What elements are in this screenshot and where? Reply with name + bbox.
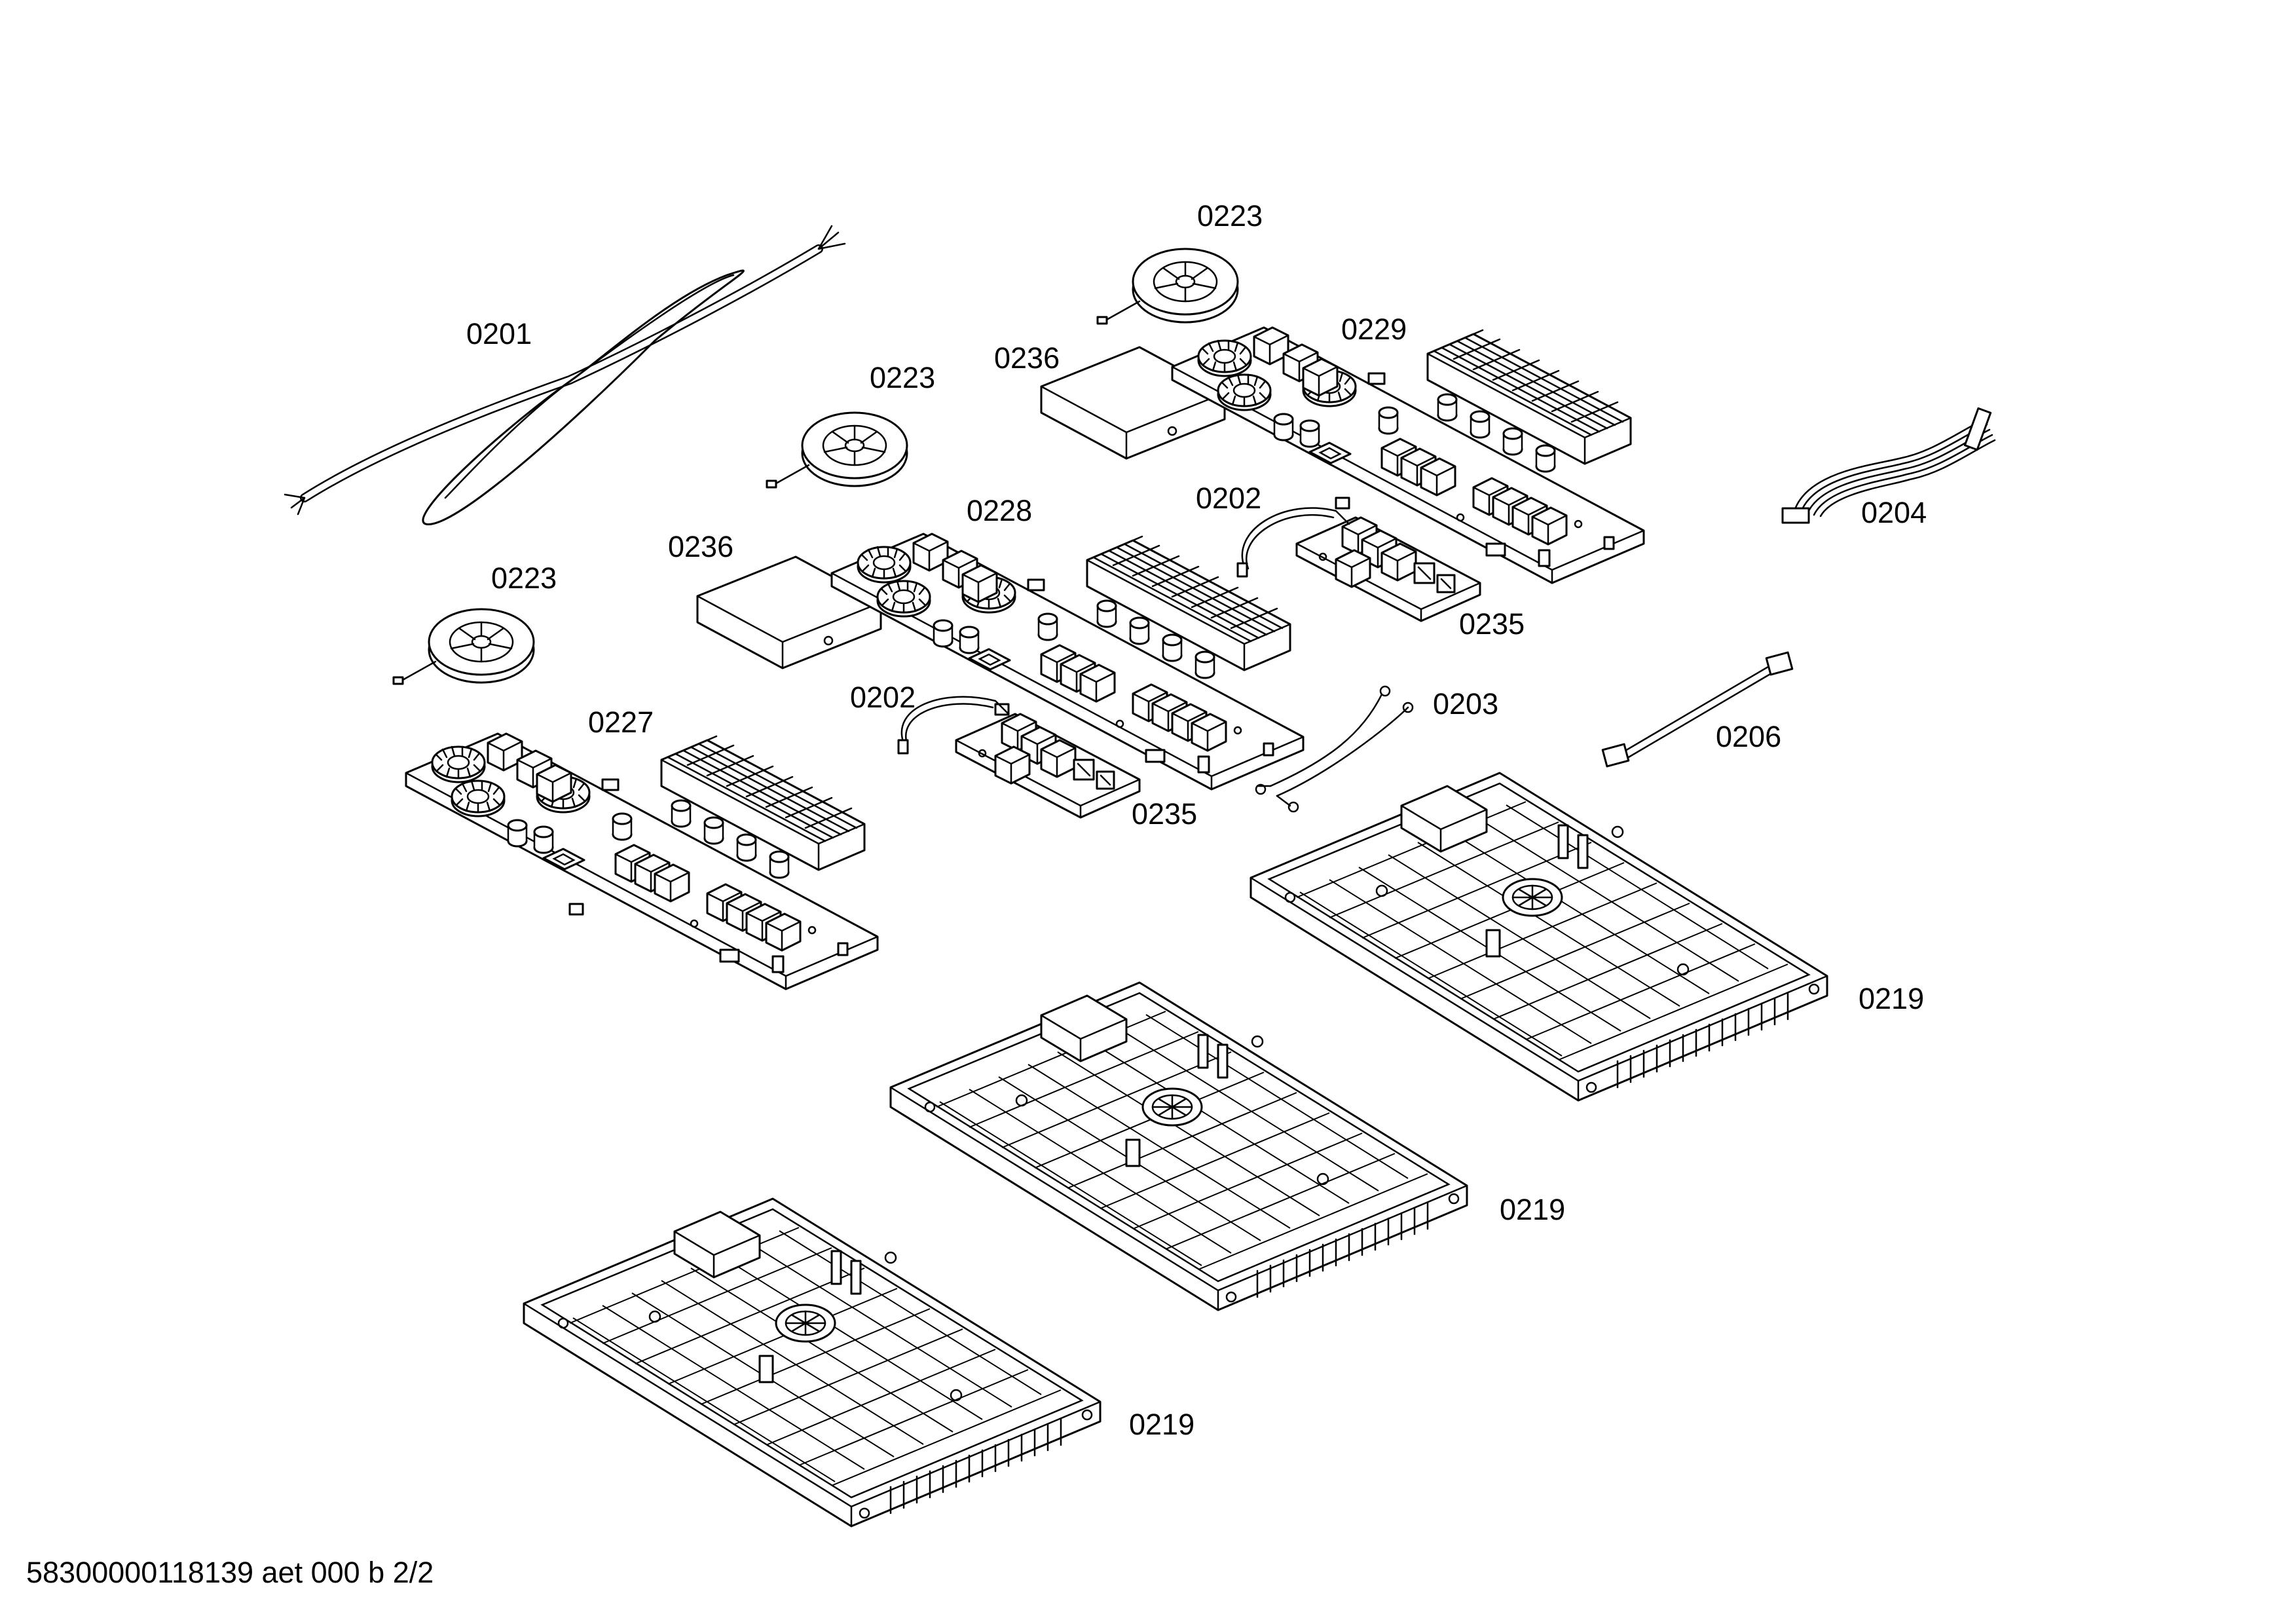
wire-0202-top [1236, 507, 1350, 578]
label-0219-middle: 0219 [1500, 1193, 1565, 1226]
base-tray-0219-right [1250, 772, 1828, 1102]
drawing-reference: 58300000118139 aet 000 b 2/2 [26, 1556, 434, 1589]
fan-0223-left [392, 608, 535, 685]
label-0219-right: 0219 [1859, 982, 1924, 1015]
label-0206: 0206 [1716, 720, 1781, 753]
label-0227: 0227 [588, 705, 654, 739]
label-0229: 0229 [1341, 312, 1407, 346]
power-board-0235-top [1297, 517, 1480, 621]
base-tray-0219-middle [889, 981, 1468, 1311]
label-0219-left: 0219 [1129, 1408, 1194, 1441]
fan-0223-top [1096, 248, 1239, 325]
ribbon-cable-0204 [1781, 407, 1996, 524]
label-0203: 0203 [1433, 687, 1498, 721]
label-0201: 0201 [466, 317, 532, 350]
label-0202-top: 0202 [1196, 481, 1261, 515]
label-0235-left: 0235 [1132, 797, 1197, 831]
label-0204: 0204 [1861, 496, 1927, 529]
label-0223-top: 0223 [1197, 199, 1263, 233]
label-0236-left: 0236 [668, 530, 733, 563]
label-0223-middle: 0223 [870, 361, 935, 394]
wire-harness-0203 [1255, 685, 1414, 813]
fan-0223-middle [766, 411, 908, 489]
label-0202-left: 0202 [850, 681, 916, 714]
connector-cable-0206 [1601, 651, 1794, 768]
base-tray-0219-left [523, 1197, 1102, 1528]
circuit-board-0227 [406, 734, 878, 989]
power-cable-0201 [284, 225, 846, 525]
label-0235-top: 0235 [1459, 607, 1525, 641]
wire-0202-left [897, 696, 1010, 755]
label-0228: 0228 [967, 494, 1032, 527]
label-0223-left: 0223 [491, 561, 557, 595]
label-0236-top: 0236 [994, 341, 1060, 375]
